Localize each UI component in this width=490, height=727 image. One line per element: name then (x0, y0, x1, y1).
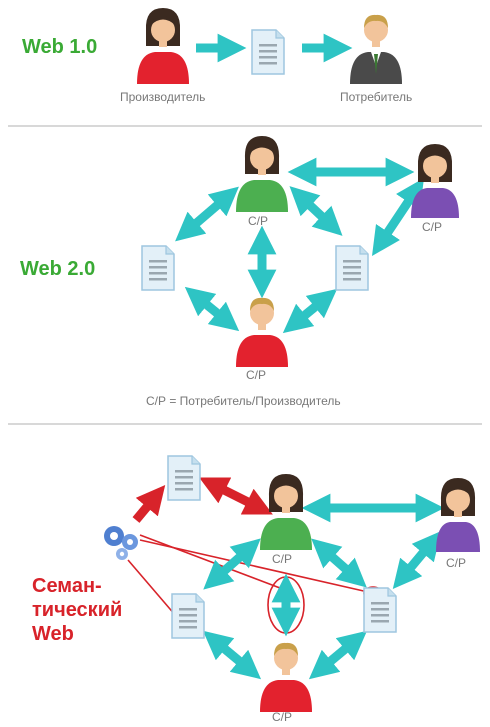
gears-icon (104, 526, 138, 560)
semantic-title-line2: тический (32, 599, 123, 621)
web2-person-bottom (236, 297, 288, 367)
web2-title: Web 2.0 (20, 258, 96, 280)
semantic-right-node-label: С/Р (446, 556, 467, 570)
semantic-document-right (363, 587, 397, 633)
semantic-document-top (167, 455, 201, 501)
web2-arrows (175, 157, 424, 334)
web1-document (251, 29, 285, 75)
web2-top-node-label: С/Р (248, 214, 269, 228)
semantic-teal-arrows (202, 493, 445, 680)
semantic-person-right (436, 478, 480, 552)
web1-title: Web 1.0 (22, 36, 98, 58)
web2-bottom-node-label: С/Р (246, 368, 267, 382)
semantic-person-bottom (260, 642, 312, 712)
semantic-red-lines (127, 534, 383, 637)
semantic-bottom-node-label: С/Р (272, 710, 293, 724)
semantic-document-left (171, 593, 205, 639)
web2-document-left (141, 245, 175, 291)
web2-person-right (411, 144, 459, 218)
semantic-title-line1: Семан- (32, 575, 102, 597)
web2-right-node-label: С/Р (422, 220, 443, 234)
web2-document-right (335, 245, 369, 291)
semantic-top-node-label: С/Р (272, 552, 293, 566)
web1-producer-label: Производитель (120, 90, 206, 104)
semantic-red-arrows (132, 477, 273, 523)
web1-producer-person (137, 8, 189, 84)
web1-consumer-person (350, 14, 402, 84)
web1-consumer-label: Потребитель (340, 90, 413, 104)
semantic-person-top (260, 474, 312, 550)
web2-person-top (236, 136, 288, 212)
semantic-title-line3: Web (32, 623, 74, 645)
web2-legend: С/Р = Потребитель/Производитель (146, 394, 341, 408)
